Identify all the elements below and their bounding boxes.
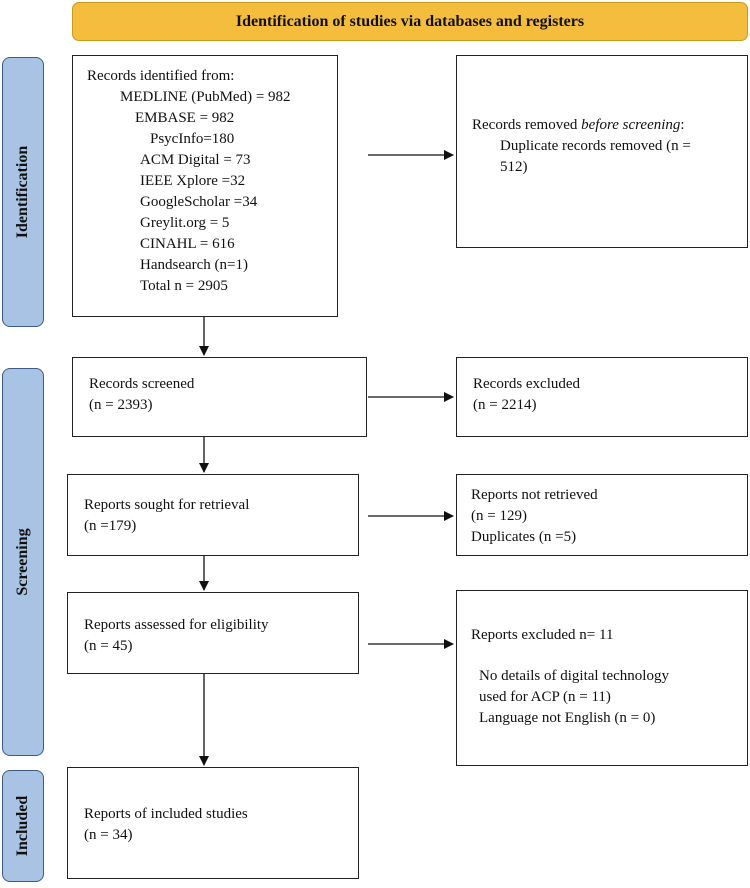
reports-excluded-label: Reports excluded n= 11: [471, 627, 614, 643]
exclusion-reason-2: Language not English (n = 0): [479, 710, 656, 726]
records-identified-box: Records identified from: MEDLINE (PubMed…: [72, 55, 338, 317]
source-embase: EMBASE = 982: [135, 110, 235, 126]
reports-duplicates: Duplicates (n =5): [471, 529, 577, 545]
exclusion-reason-1-line2: used for ACP (n = 11): [479, 689, 611, 705]
reports-excluded-box: Reports excluded n= 11 No details of dig…: [456, 590, 748, 766]
stage-tab-included: Included: [2, 770, 44, 882]
header-banner: Identification of studies via databases …: [72, 2, 748, 41]
stage-tab-screening: Screening: [2, 368, 44, 756]
records-screened-count: (n = 2393): [89, 397, 153, 413]
records-removed-box: Records removed before screening: Duplic…: [456, 55, 748, 248]
duplicates-removed-line2: 512): [500, 159, 528, 175]
stage-tab-identification: Identification: [2, 57, 44, 327]
exclusion-reasons: No details of digital technology used fo…: [479, 666, 747, 729]
included-studies-count: (n = 34): [84, 827, 133, 843]
reports-assessed-label: Reports assessed for eligibility: [84, 617, 269, 633]
source-cinahl: CINAHL = 616: [140, 236, 235, 252]
source-googlescholar: GoogleScholar =34: [140, 194, 258, 210]
included-studies-label: Reports of included studies: [84, 806, 248, 822]
reports-not-retrieved-count: (n = 129): [471, 508, 527, 524]
source-ieee-xplore: IEEE Xplore =32: [140, 173, 246, 189]
records-sources-list: MEDLINE (PubMed) = 982 EMBASE = 982 Psyc…: [120, 87, 337, 297]
reports-assessed-box: Reports assessed for eligibility (n = 45…: [67, 592, 359, 674]
source-greylit: Greylit.org = 5: [140, 215, 230, 231]
included-studies-box: Reports of included studies (n = 34): [67, 767, 359, 879]
records-screened-label: Records screened: [89, 376, 195, 392]
header-title: Identification of studies via databases …: [235, 12, 585, 30]
source-handsearch: Handsearch (n=1): [140, 257, 248, 273]
records-excluded-box: Records excluded (n = 2214): [456, 357, 748, 437]
records-excluded-label: Records excluded: [473, 376, 581, 392]
source-total: Total n = 2905: [140, 278, 228, 294]
reports-sought-count: (n =179): [84, 518, 137, 534]
source-psycinfo: PsycInfo=180: [150, 131, 235, 147]
reports-sought-box: Reports sought for retrieval (n =179): [67, 474, 359, 556]
reports-not-retrieved-box: Reports not retrieved (n = 129) Duplicat…: [456, 474, 748, 556]
source-acm-digital: ACM Digital = 73: [140, 152, 251, 168]
reports-not-retrieved-label: Reports not retrieved: [471, 487, 598, 503]
reports-assessed-count: (n = 45): [84, 638, 133, 654]
records-excluded-count: (n = 2214): [473, 397, 537, 413]
records-removed-title: Records removed before screening:: [472, 117, 685, 133]
records-screened-box: Records screened (n = 2393): [72, 357, 367, 437]
exclusion-reason-1-line1: No details of digital technology: [479, 668, 669, 684]
records-identified-heading: Records identified from:: [87, 68, 235, 84]
source-medline: MEDLINE (PubMed) = 982: [120, 89, 291, 105]
duplicates-removed-line1: Duplicate records removed (n =: [500, 138, 691, 154]
reports-sought-label: Reports sought for retrieval: [84, 497, 250, 513]
